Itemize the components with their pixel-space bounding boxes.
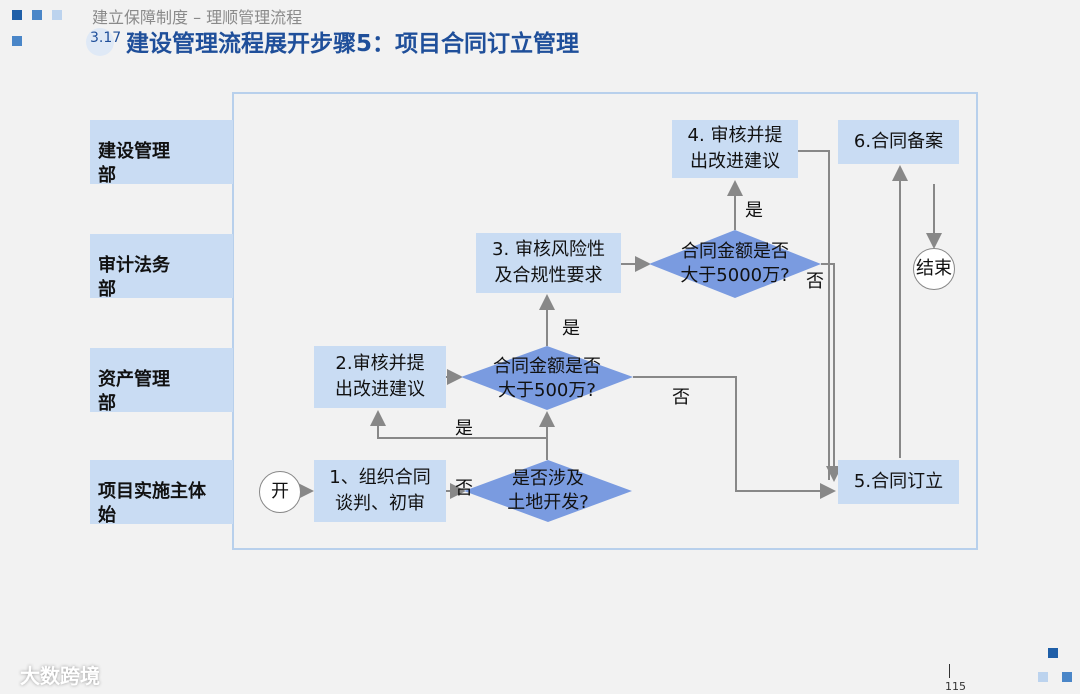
step3-box: 3. 审核风险性 及合规性要求 <box>476 233 621 293</box>
step2-line1: 2.审核并提 <box>335 353 425 374</box>
edge-label-yes-land: 是 <box>455 418 473 439</box>
decision-5000-line1: 合同金额是否 <box>681 241 789 262</box>
decision-500-line1: 合同金额是否 <box>493 356 601 377</box>
decision-500-diamond <box>461 346 633 410</box>
step5-box: 5.合同订立 <box>838 460 959 504</box>
lane-label: 审计法务 <box>98 255 170 276</box>
corner-decoration <box>12 36 22 46</box>
corner-decoration <box>12 10 22 20</box>
edge-label-no-5000: 否 <box>806 271 824 292</box>
page-number-divider <box>949 664 950 678</box>
lane-audit-legal-dept: 审计法务 部 <box>90 234 233 300</box>
edge-label-no-500: 否 <box>672 387 690 408</box>
section-subtitle: 建立保障制度 – 理顺管理流程 <box>92 8 303 27</box>
step1-box: 1、组织合同 谈判、初审 <box>314 460 446 522</box>
decision-500-text: 合同金额是否 大于500万? <box>477 355 617 403</box>
step2-box: 2.审核并提 出改进建议 <box>314 346 446 408</box>
watermark: 大数跨境 <box>20 664 100 688</box>
step4-box: 4. 审核并提 出改进建议 <box>672 120 798 178</box>
edge-label-no-land: 否 <box>455 478 473 499</box>
lane-label: 部 <box>98 165 116 186</box>
lane-project-entity: 项目实施主体 始 <box>90 460 233 526</box>
decision-land-text: 是否涉及 土地开发? <box>488 467 608 515</box>
step5-label: 5.合同订立 <box>853 471 944 492</box>
lane-label: 资产管理 <box>98 369 170 390</box>
step6-label: 6.合同备案 <box>853 131 944 152</box>
lane-label: 建设管理 <box>98 141 170 162</box>
lane-construction-dept: 建设管理 部 <box>90 120 233 186</box>
title-number-circle <box>86 28 114 56</box>
decision-5000-text: 合同金额是否 大于5000万? <box>660 240 810 288</box>
page-number: 115 <box>945 680 966 693</box>
section-number: 3.17 <box>90 30 122 46</box>
step1-line2: 谈判、初审 <box>335 493 425 514</box>
corner-decoration <box>1048 648 1058 658</box>
step4-line1: 4. 审核并提 <box>687 125 783 146</box>
corner-decoration <box>52 10 62 20</box>
corner-decoration <box>1062 672 1072 682</box>
step3-line2: 及合规性要求 <box>494 265 603 286</box>
step1-line1: 1、组织合同 <box>329 467 431 488</box>
edge-label-yes-5000: 是 <box>745 200 763 221</box>
edge-label-yes-500: 是 <box>562 318 580 339</box>
corner-decoration <box>32 10 42 20</box>
step6-box: 6.合同备案 <box>838 120 959 164</box>
decision-5000-line2: 大于5000万? <box>680 265 790 286</box>
start-node: 开 <box>259 471 301 513</box>
page-title: 建设管理流程展开步骤5：项目合同订立管理 <box>126 31 580 57</box>
decision-land-line2: 土地开发? <box>507 492 589 513</box>
decision-land-line1: 是否涉及 <box>512 468 584 489</box>
lane-asset-dept: 资产管理 部 <box>90 348 233 414</box>
lane-label: 始 <box>98 505 116 526</box>
step3-line1: 3. 审核风险性 <box>492 239 605 260</box>
end-node: 结束 <box>913 248 955 290</box>
decision-5000-diamond <box>649 230 821 298</box>
lane-label: 部 <box>98 279 116 300</box>
lane-label: 项目实施主体 <box>98 481 206 502</box>
decision-500-line2: 大于500万? <box>498 380 596 401</box>
lane-label: 部 <box>98 393 116 414</box>
decision-land-diamond <box>464 460 632 522</box>
step4-line2: 出改进建议 <box>690 151 780 172</box>
step2-line2: 出改进建议 <box>335 379 425 400</box>
corner-decoration <box>1038 672 1048 682</box>
